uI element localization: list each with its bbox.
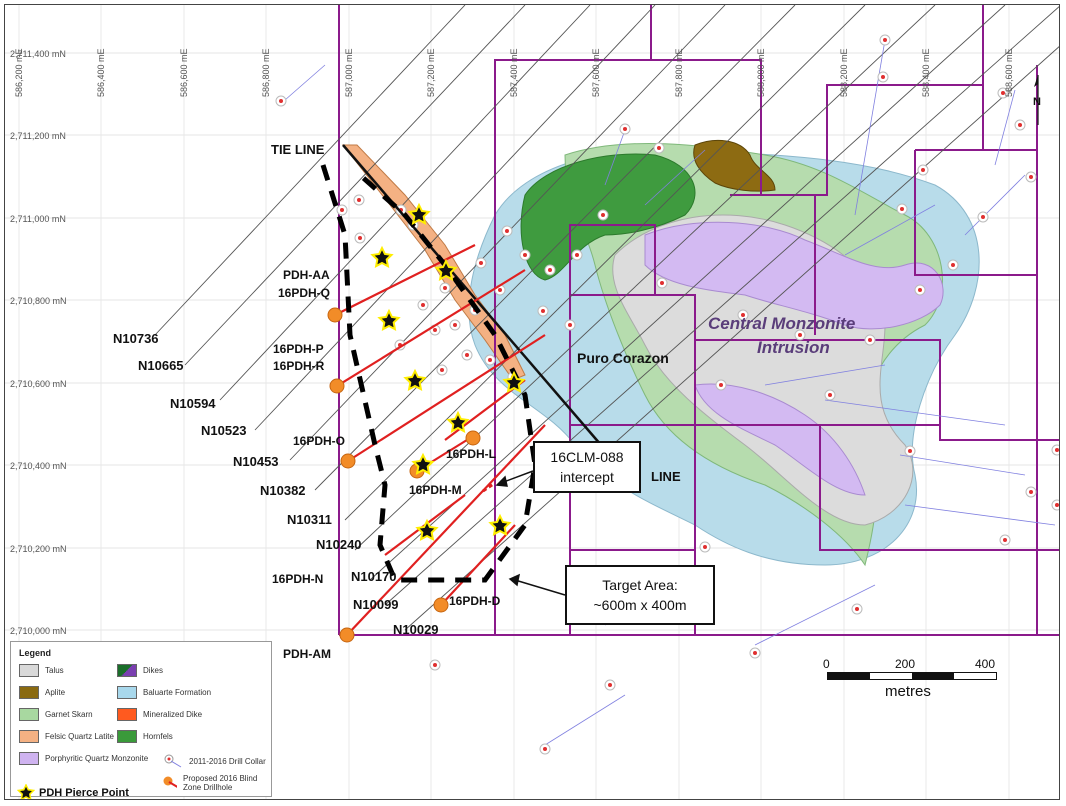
svg-text:586,400 mE: 586,400 mE [96,48,106,97]
target-area-callout: Target Area: ~600m x 400m [565,565,715,625]
legend-item: Mineralized Dike [117,708,202,721]
drillhole-label: 16PDH-R [273,359,325,373]
legend-item: Aplite [19,686,65,699]
svg-text:587,800 mE: 587,800 mE [674,48,684,97]
section-label: N10382 [260,483,306,498]
section-labels: N10736 N10665 N10594 N10523 N10453 N1038… [113,331,439,637]
line-label: LINE [651,469,681,484]
legend-item: Proposed 2016 Blind Zone Drillhole [163,774,271,792]
drillhole-labels: PDH-AA 16PDH-Q 16PDH-P 16PDH-R 16PDH-O 1… [272,268,501,661]
section-label: N10170 [351,569,397,584]
svg-text:587,400 mE: 587,400 mE [509,48,519,97]
geology-map[interactable]: 2,711,400 mN 2,711,200 mN 2,711,000 mN 2… [5,5,1060,800]
northing-labels: 2,711,400 mN 2,711,200 mN 2,711,000 mN 2… [10,49,67,636]
drillhole-label: PDH-AA [283,268,330,282]
section-label: N10240 [316,537,362,552]
callout-arrows [495,470,566,596]
section-label: N10523 [201,423,247,438]
svg-text:2,711,000 mN: 2,711,000 mN [10,214,66,224]
intrusion-label: Central Monzonite [708,314,855,333]
tie-line-label: TIE LINE [271,142,325,157]
svg-text:2,711,400 mN: 2,711,400 mN [10,49,66,59]
pierce-points [370,202,526,541]
svg-text:587,600 mE: 587,600 mE [591,48,601,97]
drillhole-label: PDH-AM [283,647,331,661]
svg-text:588,600 mE: 588,600 mE [1004,48,1014,97]
legend-item: 2011-2016 Drill Collar [163,754,266,768]
intercept-segment [482,481,496,493]
north-arrow: N [1033,75,1041,125]
target-area-outline [320,164,538,583]
legend-pierce-point: PDH Pierce Point [17,784,129,799]
svg-text:2,710,800 mN: 2,710,800 mN [10,296,67,306]
svg-text:587,200 mE: 587,200 mE [426,48,436,97]
map-frame: 2,711,400 mN 2,711,200 mN 2,711,000 mN 2… [4,4,1060,800]
svg-text:587,000 mE: 587,000 mE [344,48,354,97]
svg-text:588,200 mE: 588,200 mE [839,48,849,97]
drill-collar-icon [164,754,182,768]
svg-text:586,800 mE: 586,800 mE [261,48,271,97]
legend-item: Talus [19,664,64,677]
section-label: N10594 [170,396,216,411]
section-label: N10311 [287,512,332,527]
section-label: N10029 [393,622,439,637]
legend: Legend Talus Aplite Garnet Skarn Felsic … [10,641,272,799]
legend-item: Baluarte Formation [117,686,211,699]
porphyritic-quartz-monzonite [644,221,944,330]
legend-item: Garnet Skarn [19,708,93,721]
intercept-callout: 16CLM-088 intercept [533,441,641,493]
svg-text:2,710,200 mN: 2,710,200 mN [10,544,67,554]
aplite [693,139,776,192]
section-label: N10099 [353,597,399,612]
svg-text:N: N [1033,96,1041,108]
drillhole-label: 16PDH-P [273,342,324,356]
svg-text:586,600 mE: 586,600 mE [179,48,189,97]
svg-text:2,710,600 mN: 2,710,600 mN [10,379,67,389]
section-label: N10665 [138,358,184,373]
drillhole-label: 16PDH-M [409,483,462,497]
svg-text:588,400 mE: 588,400 mE [921,48,931,97]
section-lines [154,5,1059,631]
drillhole-label: 16PDH-D [449,594,501,608]
section-label: N10736 [113,331,159,346]
svg-text:2,711,200 mN: 2,711,200 mN [10,131,66,141]
legend-item: Felsic Quartz Latite [19,730,114,743]
star-icon [17,784,35,799]
svg-text:586,200 mE: 586,200 mE [14,48,24,97]
section-label: N10453 [233,454,279,469]
drillhole-label: 16PDH-L [446,447,496,461]
intrusion-label: Intrusion [757,338,830,357]
proposed-drillhole-icon [163,776,177,788]
svg-text:2,710,000 mN: 2,710,000 mN [10,626,67,636]
drillhole-label: 16PDH-Q [278,286,330,300]
legend-item: Hornfels [117,730,173,743]
legend-item: Dikes [117,664,163,677]
svg-text:2,710,400 mN: 2,710,400 mN [10,461,67,471]
proposed-drillholes [334,244,546,636]
geology-units [341,139,980,567]
svg-text:588,000 mE: 588,000 mE [756,48,766,97]
proposed-collars [327,307,481,643]
drillhole-label: 16PDH-O [293,434,345,448]
scale-bar: 0 200 400 metres [823,657,997,700]
legend-item: Porphyritic Quartz Monzonite [19,752,148,765]
drillhole-label: 16PDH-N [272,572,323,586]
easting-labels: 586,200 mE 586,400 mE 586,600 mE 586,800… [14,48,1014,97]
porphyritic-quartz-monzonite-south [694,383,866,496]
puro-corazon-label: Puro Corazon [577,350,669,366]
